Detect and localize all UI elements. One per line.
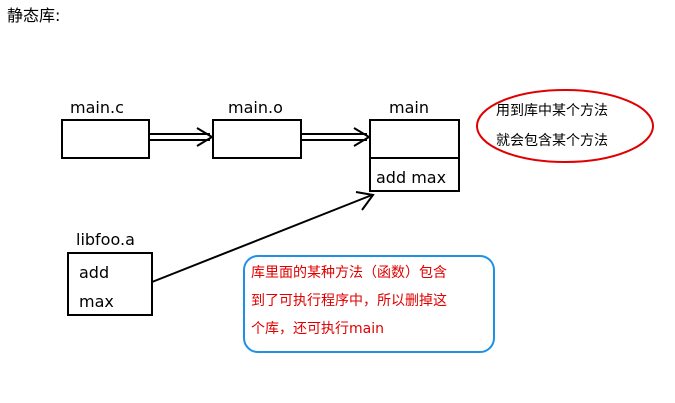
box-note-line-1: 库里面的某种方法（函数）包含: [251, 265, 447, 281]
main-c-node: [61, 119, 150, 159]
libfoo-item-max: max: [79, 292, 114, 311]
main-exe-divider: [369, 157, 460, 159]
libfoo-node: [67, 252, 153, 316]
arrow-libfoo-to-main: [151, 191, 375, 283]
ellipse-note-line-1: 用到库中某个方法: [496, 103, 608, 119]
main-o-node: [212, 119, 302, 159]
main-exe-label: main: [389, 98, 429, 117]
box-note-line-3: 个库，还可执行main: [251, 321, 384, 337]
libfoo-item-add: add: [79, 263, 110, 282]
main-exe-contents: add max: [376, 168, 447, 187]
main-c-label: main.c: [70, 98, 124, 117]
note-box-shape: [243, 255, 495, 353]
main-o-label: main.o: [228, 98, 283, 117]
libfoo-label: libfoo.a: [76, 230, 135, 249]
ellipse-note-line-2: 就会包含某个方法: [496, 133, 608, 149]
box-note-line-2: 到了可执行程序中，所以删掉这: [251, 293, 447, 309]
note-ellipse-shape: [476, 89, 654, 163]
arrow-main-o-to-main: [302, 127, 371, 147]
page-title: 静态库:: [7, 6, 61, 25]
main-exe-node: [369, 119, 460, 192]
arrow-main-c-to-main-o: [150, 127, 214, 147]
